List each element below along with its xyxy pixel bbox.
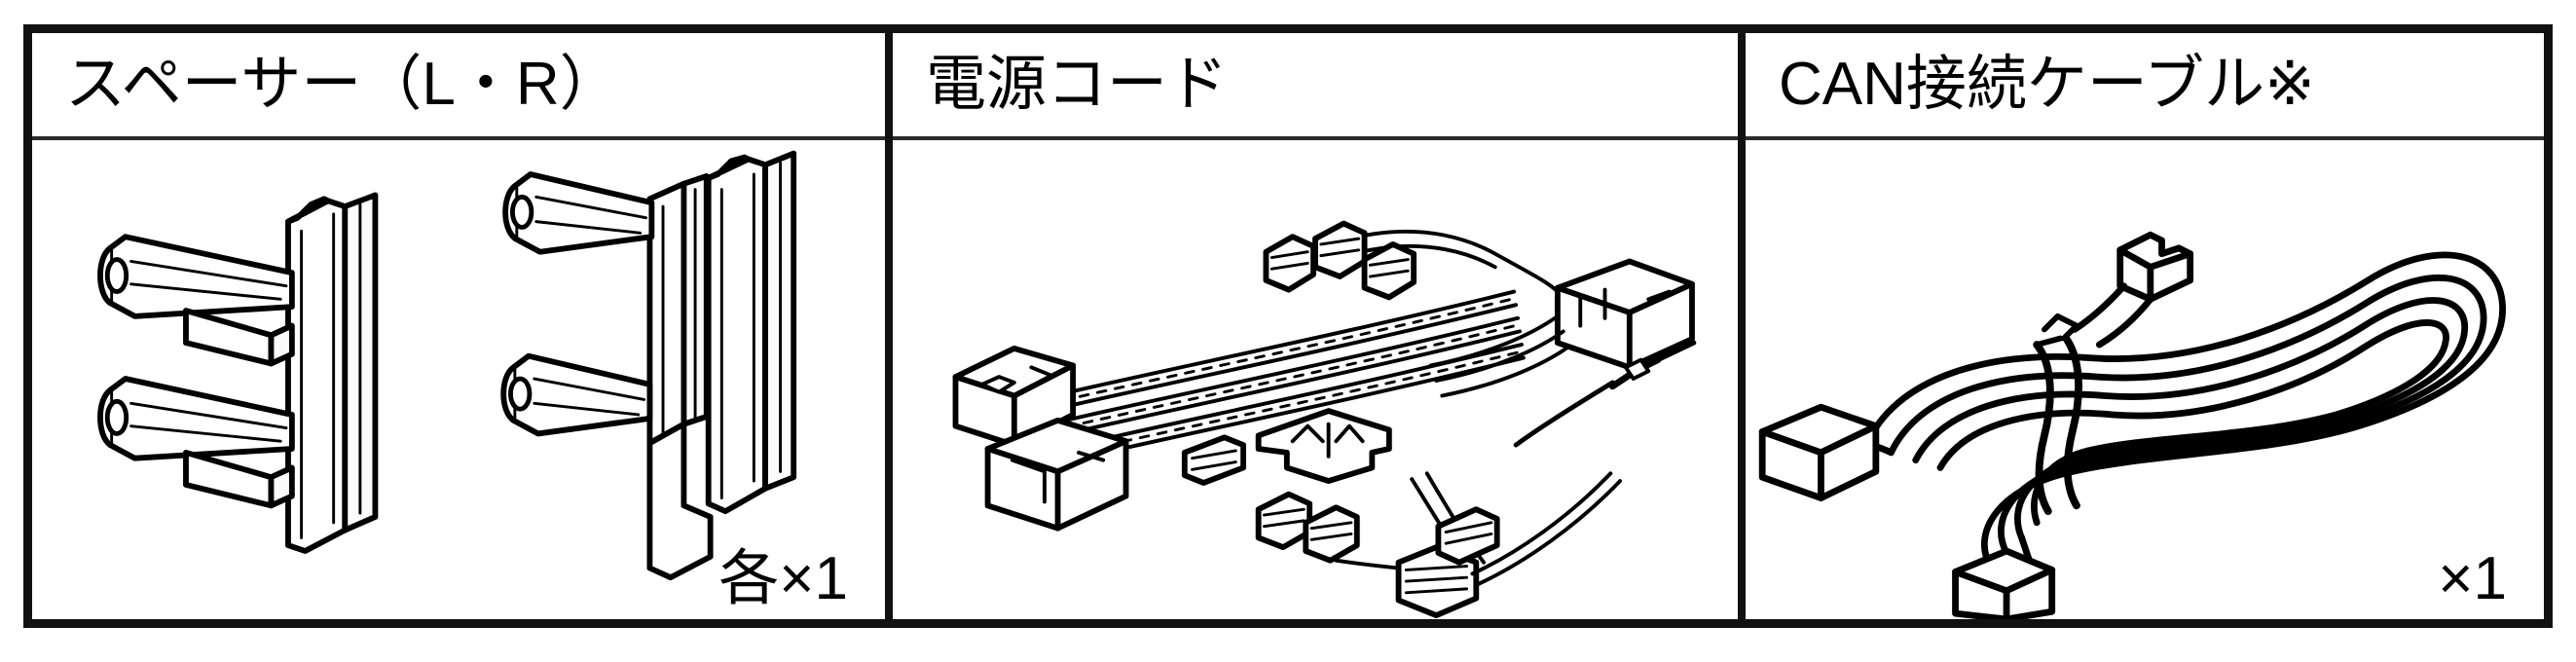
cell-header-spacer: スペーサー（L・R）	[32, 33, 885, 140]
wire-band-sleeve	[1435, 506, 1500, 566]
inline-connector-upper-c	[1361, 241, 1417, 301]
inline-connector-lower-a	[1255, 491, 1313, 551]
spacer-right-bracket	[500, 150, 797, 581]
antenna-lead	[1513, 340, 1697, 448]
cable-lead-upper	[2071, 282, 2154, 349]
cell-header-can-cable: CAN接続ケーブル※	[1746, 33, 2544, 140]
spacer-left-bracket	[97, 192, 379, 554]
cable-coil-loops	[1862, 251, 2506, 571]
spacer-bracket-pair-illustration	[32, 140, 885, 619]
parts-table: スペーサー（L・R）	[23, 24, 2553, 628]
table-cell-can-cable: CAN接続ケーブル※	[1738, 33, 2544, 619]
connector-left-upper	[952, 345, 1076, 449]
connector-right-main	[1555, 258, 1695, 371]
cell-header-label: スペーサー（L・R）	[65, 51, 620, 118]
wire-branch-right	[1428, 313, 1571, 398]
quantity-label-can-cable: ×1	[2438, 545, 2507, 612]
can-connection-cable-illustration	[1746, 140, 2544, 619]
table-cell-spacer: スペーサー（L・R）	[32, 33, 885, 619]
cell-body-spacer: 各×1	[32, 140, 885, 619]
connector-left-can	[1758, 403, 1880, 501]
wire-bundle-main	[1059, 289, 1526, 462]
inline-connector-upper-b	[1312, 220, 1368, 279]
cable-tie	[2033, 313, 2082, 516]
cell-body-can-cable: ×1	[1746, 140, 2544, 619]
cell-header-label: CAN接続ケーブル※	[1779, 51, 2316, 118]
inline-connector-upper-a	[1263, 234, 1316, 293]
inline-connector-lower-b	[1303, 504, 1360, 564]
power-cord-harness-illustration	[893, 140, 1738, 619]
wire-label-sleeve	[1181, 434, 1247, 486]
fuse-holder-clip	[1255, 408, 1392, 484]
cell-header-power-cord: 電源コード	[893, 33, 1738, 140]
connector-left-lower	[984, 417, 1129, 532]
cell-body-power-cord	[893, 140, 1738, 619]
table-cell-power-cord: 電源コード	[885, 33, 1738, 619]
connector-bottom-can	[1952, 547, 2056, 619]
cell-header-label: 電源コード	[926, 51, 1229, 118]
quantity-label-spacer: 各×1	[718, 545, 848, 612]
wire-thin-lower-pair	[1470, 471, 1623, 587]
connector-upper-can	[2116, 231, 2194, 303]
